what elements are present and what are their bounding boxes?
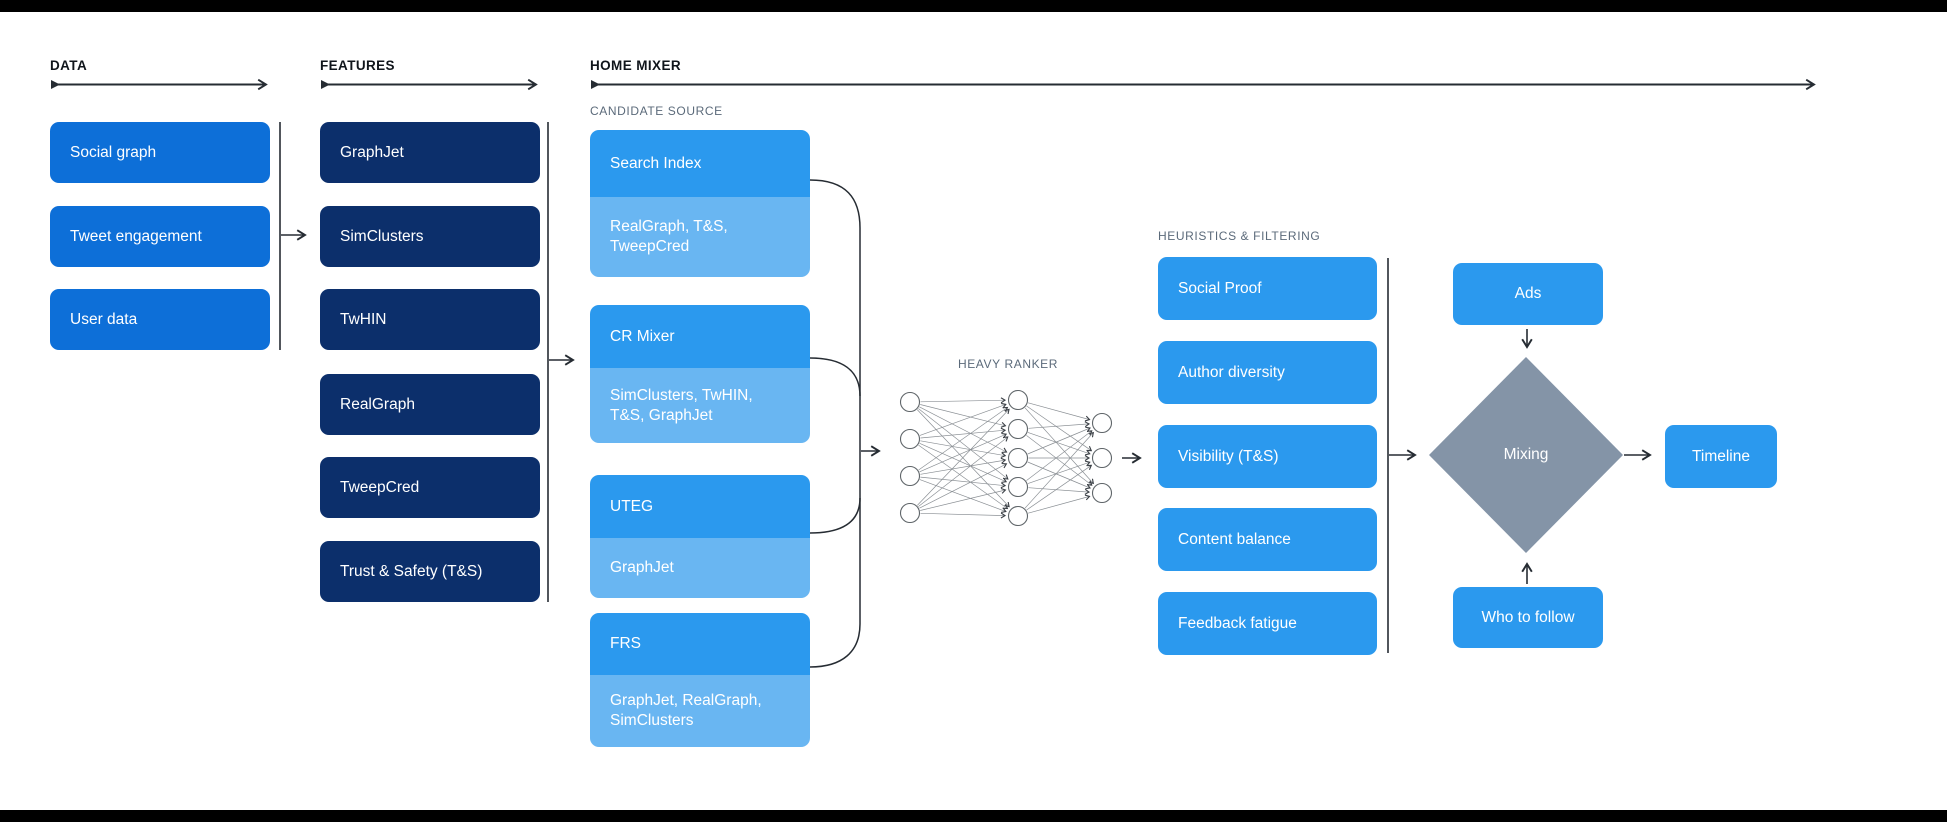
neural-network-node [1007, 505, 1029, 527]
candidate-box-sources: GraphJet, RealGraph, SimClusters [590, 675, 810, 747]
neural-network-node [1091, 447, 1113, 469]
feature-box: SimClusters [320, 206, 540, 267]
who-to-follow-box: Who to follow [1453, 587, 1603, 648]
heuristics-filtering-label: HEURISTICS & FILTERING [1158, 229, 1321, 243]
heuristic-box: Social Proof [1158, 257, 1377, 320]
feature-box: RealGraph [320, 374, 540, 435]
neural-network-node [1007, 447, 1029, 469]
mixing-diamond [1429, 357, 1623, 553]
neural-network-node [1007, 389, 1029, 411]
search-index-connector [809, 179, 861, 229]
heuristic-box: Feedback fatigue [1158, 592, 1377, 655]
top-letterbox-bar [0, 0, 1947, 12]
candidate-box-sources: SimClusters, TwHIN, T&S, GraphJet [590, 368, 810, 443]
neural-network-node [899, 465, 921, 487]
neural-network-node [1091, 412, 1113, 434]
candidate-box-title: Search Index [590, 130, 810, 197]
neural-network-node [899, 502, 921, 524]
neural-network-node [1007, 476, 1029, 498]
feature-box: TweepCred [320, 457, 540, 518]
data-box: Tweet engagement [50, 206, 270, 267]
column-header-data: DATA [50, 58, 88, 73]
column-header-home-mixer: HOME MIXER [590, 58, 682, 73]
heuristic-box: Author diversity [1158, 341, 1377, 404]
heuristic-box: Content balance [1158, 508, 1377, 571]
candidate-box-title: UTEG [590, 475, 810, 538]
column-header-features: FEATURES [320, 58, 395, 73]
flow-arrows [281, 229, 1652, 584]
feature-box: Trust & Safety (T&S) [320, 541, 540, 602]
candidate-box-title: FRS [590, 613, 810, 675]
bottom-letterbox-bar [0, 810, 1947, 822]
data-box: User data [50, 289, 270, 350]
uteg-connector [809, 497, 861, 534]
candidate-box-title: CR Mixer [590, 305, 810, 368]
mixing-diamond-label: Mixing [1503, 446, 1549, 463]
data-box: Social graph [50, 122, 270, 183]
candidate-source-label: CANDIDATE SOURCE [590, 104, 723, 118]
frs-connector [809, 623, 861, 668]
heuristic-box: Visibility (T&S) [1158, 425, 1377, 488]
feature-box: GraphJet [320, 122, 540, 183]
candidate-merge-connectors [809, 179, 861, 668]
column-dividers [279, 122, 1389, 653]
neural-network-nodes [899, 389, 1113, 527]
neural-network-edges [916, 397, 1094, 519]
cr-mixer-connector [809, 357, 861, 397]
ads-box: Ads [1453, 263, 1603, 325]
neural-network-node [899, 391, 921, 413]
neural-network-node [1007, 418, 1029, 440]
neural-network-node [899, 428, 921, 450]
candidate-box-sources: RealGraph, T&S, TweepCred [590, 197, 810, 277]
feature-box: TwHIN [320, 289, 540, 350]
neural-network-node [1091, 482, 1113, 504]
candidate-box-sources: GraphJet [590, 538, 810, 598]
heavy-ranker-label: HEAVY RANKER [957, 357, 1059, 371]
timeline-box: Timeline [1665, 425, 1777, 488]
